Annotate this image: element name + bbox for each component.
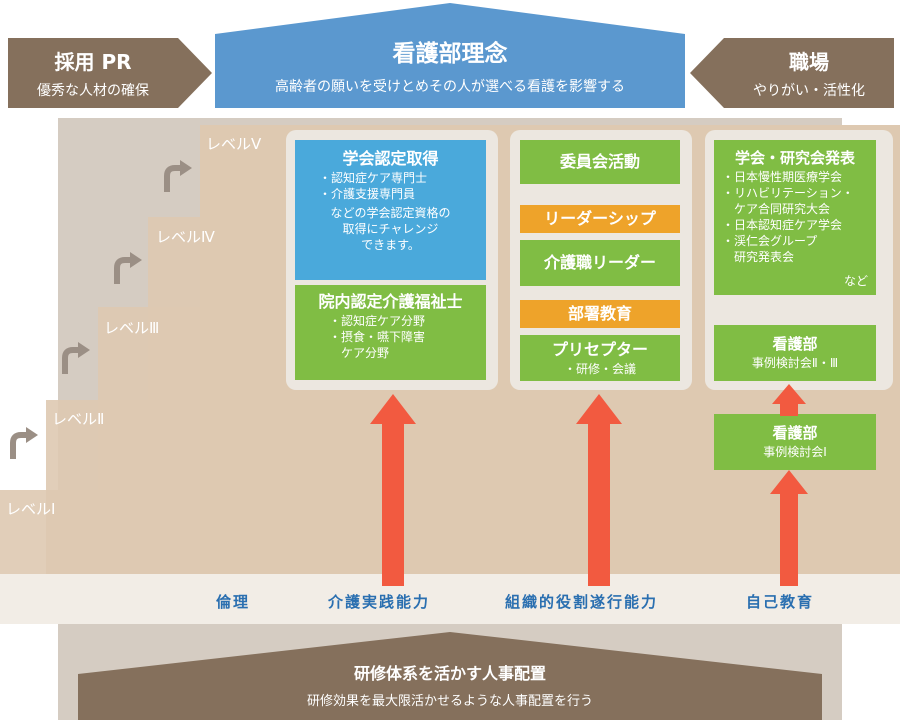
list-item: ・認知症ケア専門士 [319,171,428,185]
conference-presentation-title: 学会・研究会発表 [734,149,855,167]
level-1-step [0,490,900,575]
academic-certification-box: 学会認定取得 ・認知症ケア専門士 ・介護支援専門員 などの学会認定資格の 取得に… [295,140,486,280]
leadership-box: リーダーシップ [520,205,680,233]
footer-banner [78,632,822,720]
up-arrow-icon [576,394,622,586]
certification-note-line: 取得にチャレンジ [342,222,439,236]
up-arrow-icon [770,470,808,586]
step-up-arrow-icon [114,252,142,284]
academic-certification-list: ・認知症ケア専門士 ・介護支援専門員 [295,170,486,202]
recruit-pr-subtitle: 優秀な人材の確保 [37,83,149,99]
list-item: ・介護支援専門員 [319,187,416,201]
list-item: ・日本慢性期医療学会 [722,170,843,184]
philosophy-banner [215,3,685,108]
competency-self-education: 自己教育 [746,593,815,611]
conference-list: ・日本慢性期医療学会 ・リハビリテーション・ ケア合同研究大会 ・日本認知症ケア… [714,169,876,265]
step-up-arrow-icon [62,342,90,374]
list-item: ケア合同研究大会 [734,202,831,216]
recruit-pr-title: 採用 PR [54,50,132,74]
level-1-label: レベルⅠ [6,500,56,518]
academic-certification-title: 学会認定取得 [342,149,439,168]
competency-care-practice: 介護実践能力 [328,593,431,611]
case-study-1-title: 看護部 [772,424,818,442]
up-arrow-icon [772,384,806,416]
competency-ethics: 倫理 [216,593,251,611]
philosophy-subtitle: 高齢者の願いを受けとめその人が選べる看護を影響する [275,79,625,95]
preceptor-box: プリセプター ・研修・会議 [520,335,680,381]
philosophy-title: 看護部理念 [392,41,508,67]
case-study-2-3-box: 看護部 事例検討会Ⅱ・Ⅲ [714,325,876,381]
list-item: ケア分野 [341,346,390,360]
recruit-pr-banner [8,38,212,108]
list-item: 研究発表会 [734,250,795,264]
step-up-arrow-icon [164,160,192,192]
care-leader-box: 介護職リーダー [520,240,680,286]
competency-band [0,574,900,624]
level-5-label: レベルⅤ [206,135,262,153]
list-item: ・渓仁会グループ [722,234,818,248]
case-study-1-box: 看護部 事例検討会Ⅰ [714,414,876,470]
level-3-label: レベルⅢ [104,319,160,337]
certification-note-line: などの学会認定資格の [330,206,451,220]
level-2-label: レベルⅡ [52,410,105,428]
list-item: ・日本認知症ケア学会 [722,218,843,232]
workplace-subtitle: やりがい・活性化 [753,83,865,99]
case-study-1-subtitle: 事例検討会Ⅰ [763,445,827,459]
preceptor-subtitle: ・研修・会議 [563,362,636,376]
level-4-label: レベルⅣ [156,228,215,246]
up-arrow-icon [370,394,416,586]
step-up-arrow-icon [10,427,38,459]
conference-presentation-box: 学会・研究会発表 ・日本慢性期医療学会 ・リハビリテーション・ ケア合同研究大会… [714,140,876,295]
committee-activity-box: 委員会活動 [520,140,680,184]
workplace-banner [690,38,894,108]
list-item: ・リハビリテーション・ [722,186,854,200]
footer-title: 研修体系を活かす人事配置 [353,664,546,683]
conference-etc: など [843,274,868,288]
list-item: ・摂食・嚥下障害 [329,330,426,344]
in-house-care-worker-box: 院内認定介護福祉士 ・認知症ケア分野 ・摂食・嚥下障害 ケア分野 [295,285,486,380]
competency-organizational-role: 組織的役割遂行能力 [505,593,659,611]
case-study-2-3-title: 看護部 [772,335,818,353]
footer-subtitle: 研修効果を最大限活かせるような人事配置を行う [306,694,593,709]
certification-note-line: できます。 [361,238,420,252]
workplace-title: 職場 [789,50,829,74]
department-education-box: 部署教育 [520,300,680,328]
in-house-care-worker-title: 院内認定介護福祉士 [318,292,463,311]
list-item: ・認知症ケア分野 [329,314,426,328]
in-house-care-worker-list: ・認知症ケア分野 ・摂食・嚥下障害 ケア分野 [295,313,486,361]
case-study-2-3-subtitle: 事例検討会Ⅱ・Ⅲ [751,356,839,370]
preceptor-title: プリセプター [551,340,648,359]
